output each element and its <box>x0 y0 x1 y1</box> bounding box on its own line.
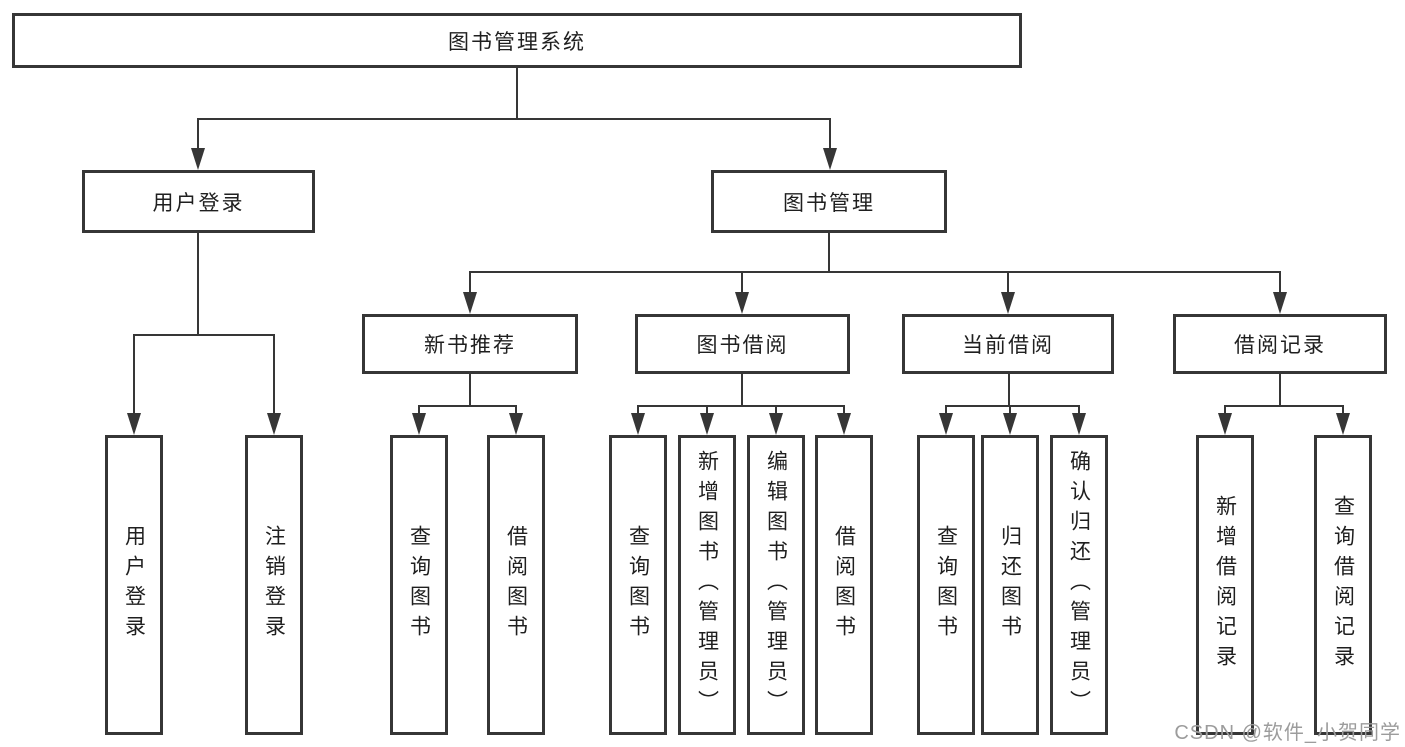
leaf-confirm-return-admin: 确认归还（管理员） <box>1050 435 1108 735</box>
leaf-borrow-books: 借阅图书 <box>815 435 873 735</box>
node-borrow-records: 借阅记录 <box>1173 314 1387 374</box>
leaf-label: 查询图书 <box>407 525 431 645</box>
node-label: 用户登录 <box>152 191 245 215</box>
leaf-label: 确认归还（管理员） <box>1067 450 1091 720</box>
node-label: 图书借阅 <box>696 334 789 357</box>
leaf-label: 查询图书 <box>626 525 650 645</box>
leaf-label: 新增借阅记录 <box>1213 495 1237 675</box>
leaf-label: 编辑图书（管理员） <box>764 450 788 720</box>
leaf-query-borrow-record: 查询借阅记录 <box>1314 435 1372 735</box>
leaf-query-books-recommend: 查询图书 <box>390 435 448 735</box>
leaf-label: 归还图书 <box>998 525 1022 645</box>
leaf-query-books-current: 查询图书 <box>917 435 975 735</box>
leaf-edit-books-admin: 编辑图书（管理员） <box>747 435 805 735</box>
leaf-label: 新增图书（管理员） <box>695 450 719 720</box>
node-label: 新书推荐 <box>424 334 516 357</box>
node-label: 借阅记录 <box>1234 334 1326 357</box>
node-current-borrow: 当前借阅 <box>902 314 1114 374</box>
leaf-label: 用户登录 <box>122 525 146 645</box>
csdn-watermark: CSDN @软件_小贺同学 <box>1174 722 1401 744</box>
leaf-label: 查询图书 <box>934 525 958 645</box>
node-system-root: 图书管理系统 <box>12 13 1022 68</box>
node-book-borrow: 图书借阅 <box>635 314 850 374</box>
node-new-book-recommend: 新书推荐 <box>362 314 578 374</box>
leaf-borrow-books-recommend: 借阅图书 <box>487 435 545 735</box>
leaf-query-books-borrow: 查询图书 <box>609 435 667 735</box>
node-label: 图书管理系统 <box>448 30 586 54</box>
leaf-return-books: 归还图书 <box>981 435 1039 735</box>
leaf-user-login: 用户登录 <box>105 435 163 735</box>
leaf-label: 注销登录 <box>262 525 286 645</box>
node-label: 图书管理 <box>783 191 875 215</box>
leaf-label: 查询借阅记录 <box>1331 495 1355 675</box>
node-book-management: 图书管理 <box>711 170 947 233</box>
leaf-add-books-admin: 新增图书（管理员） <box>678 435 736 735</box>
leaf-add-borrow-record: 新增借阅记录 <box>1196 435 1254 735</box>
leaf-label: 借阅图书 <box>832 525 856 645</box>
leaf-label: 借阅图书 <box>504 525 528 645</box>
node-user-login: 用户登录 <box>82 170 315 233</box>
node-label: 当前借阅 <box>962 334 1054 357</box>
leaf-logout: 注销登录 <box>245 435 303 735</box>
